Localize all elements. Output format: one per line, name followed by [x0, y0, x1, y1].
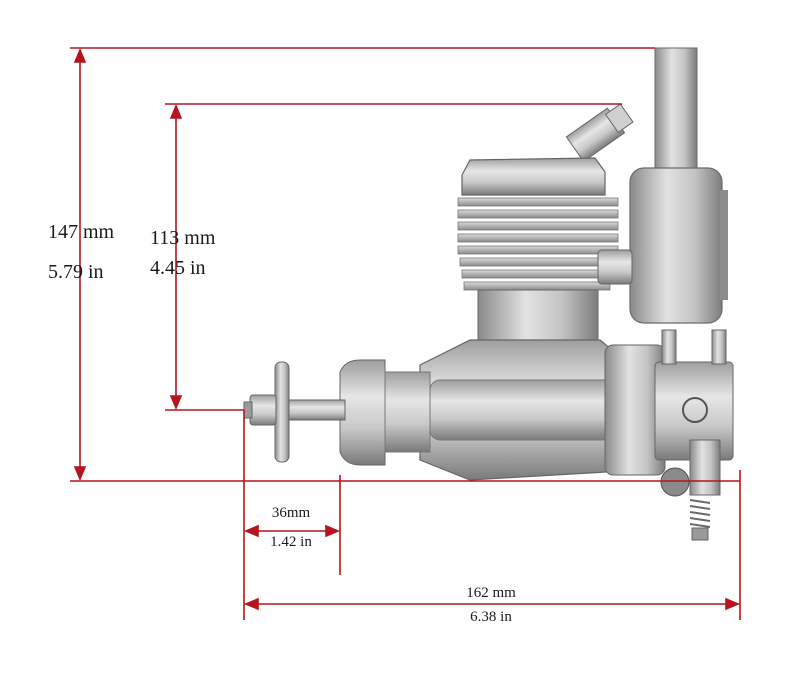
length-total-metric-label: 162 mm — [466, 585, 516, 601]
cylinder-head — [461, 157, 606, 196]
height-total-metric-label: 147 mm — [48, 221, 115, 243]
prop-washer — [274, 361, 290, 463]
dimension-lines — [70, 47, 741, 620]
spark-plug — [565, 103, 634, 163]
cooling-fins — [457, 197, 619, 291]
prop-offset-imperial-label: 1.42 in — [270, 534, 312, 550]
prop-shaft — [284, 399, 346, 421]
prop-nut — [249, 394, 277, 426]
exhaust-pipe — [654, 47, 698, 179]
carb-spring — [689, 499, 711, 528]
carb-lever — [660, 467, 690, 497]
muffler — [629, 167, 723, 324]
engine-body — [243, 47, 734, 541]
height-cylinder-imperial-label: 4.45 in — [150, 257, 206, 279]
height-total-imperial-label: 5.79 in — [48, 261, 104, 283]
drive-hub — [339, 359, 386, 466]
height-cylinder-metric-label: 113 mm — [150, 227, 216, 249]
prop-offset-metric-label: 36mm — [271, 505, 311, 521]
length-total-imperial-label: 6.38 in — [470, 609, 512, 625]
